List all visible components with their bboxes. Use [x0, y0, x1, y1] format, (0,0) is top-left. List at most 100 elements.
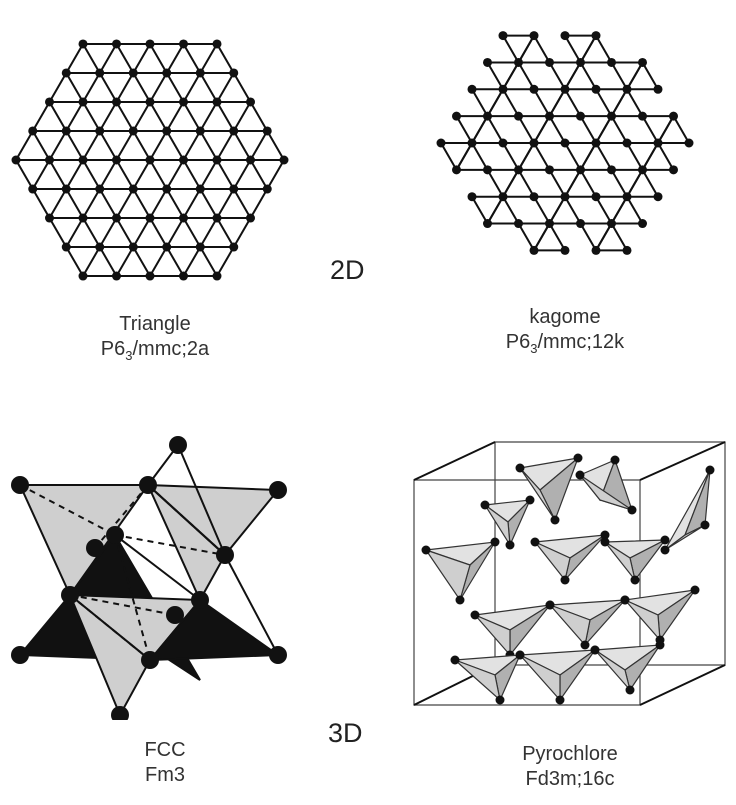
bond	[31, 101, 51, 132]
site	[638, 219, 647, 229]
tetrahedron-face	[534, 541, 571, 582]
bond	[564, 88, 582, 117]
label-2d: 2D	[330, 255, 365, 285]
bond	[502, 88, 520, 117]
site	[128, 68, 138, 78]
site	[195, 126, 205, 136]
site	[179, 155, 188, 165]
site	[95, 126, 105, 136]
kagome-lattice	[436, 31, 694, 255]
tetrahedron-face	[519, 654, 561, 702]
site	[162, 242, 172, 252]
bond	[502, 196, 520, 225]
bond	[199, 43, 218, 74]
site	[95, 242, 105, 252]
bond	[65, 72, 84, 103]
site	[195, 184, 205, 194]
bond	[517, 142, 535, 171]
site	[545, 111, 554, 121]
bond	[641, 142, 659, 171]
site	[610, 455, 620, 465]
bond	[165, 72, 185, 103]
site	[545, 219, 554, 229]
site	[505, 540, 515, 550]
site	[490, 537, 500, 547]
site	[229, 242, 239, 252]
site	[498, 192, 508, 202]
triangle-bonds	[15, 42, 285, 278]
bond	[672, 115, 690, 144]
bond	[595, 115, 613, 144]
site	[529, 31, 539, 41]
site	[145, 155, 155, 165]
bond	[471, 196, 489, 225]
kagome-bonds	[440, 34, 690, 252]
bond	[132, 72, 151, 103]
bond	[486, 61, 504, 90]
site	[61, 68, 71, 78]
bond	[132, 130, 151, 161]
bond	[232, 101, 252, 132]
bond	[533, 35, 551, 63]
bond	[199, 130, 218, 161]
bond	[564, 196, 582, 225]
bond	[82, 101, 101, 132]
site	[112, 155, 121, 165]
tetrahedron-face	[474, 614, 511, 657]
bond	[48, 188, 68, 219]
bond	[98, 72, 118, 103]
bond	[564, 169, 582, 198]
bond	[182, 159, 202, 190]
bond	[216, 246, 235, 277]
bond	[182, 217, 202, 248]
site	[483, 57, 492, 67]
bond	[165, 43, 185, 74]
bond	[502, 61, 520, 90]
bond	[232, 130, 252, 161]
bond	[626, 142, 644, 171]
triangle-lattice	[11, 39, 289, 281]
bond	[115, 130, 135, 161]
bond	[132, 246, 151, 277]
site	[229, 184, 239, 194]
bond	[564, 61, 582, 90]
bond	[82, 130, 101, 161]
site	[555, 695, 565, 705]
bond	[132, 159, 151, 190]
site	[112, 271, 121, 281]
site	[590, 645, 600, 655]
site	[660, 545, 670, 555]
site	[545, 165, 554, 175]
site	[545, 600, 555, 610]
bond	[149, 43, 168, 74]
site	[576, 219, 585, 229]
bond	[165, 188, 185, 219]
triangle-sites	[11, 39, 289, 281]
bond	[595, 196, 613, 225]
bond	[517, 35, 535, 63]
site	[514, 165, 523, 175]
site	[128, 242, 138, 252]
bond	[132, 188, 151, 219]
bond	[199, 101, 218, 132]
bond	[610, 223, 628, 251]
site	[436, 138, 446, 148]
site	[638, 111, 647, 121]
bond	[249, 130, 269, 161]
site	[229, 126, 239, 136]
site	[212, 97, 222, 107]
bond	[48, 217, 68, 248]
bond	[502, 35, 520, 63]
bond	[98, 188, 118, 219]
site	[162, 126, 172, 136]
tetrahedron-face	[484, 504, 511, 546]
site	[607, 165, 616, 175]
tetrahedron-face	[454, 659, 501, 702]
site	[514, 57, 523, 67]
bond	[595, 223, 613, 251]
bond	[165, 217, 185, 248]
bond	[82, 43, 101, 74]
bond	[65, 246, 84, 277]
site	[560, 575, 570, 585]
site	[470, 610, 480, 620]
